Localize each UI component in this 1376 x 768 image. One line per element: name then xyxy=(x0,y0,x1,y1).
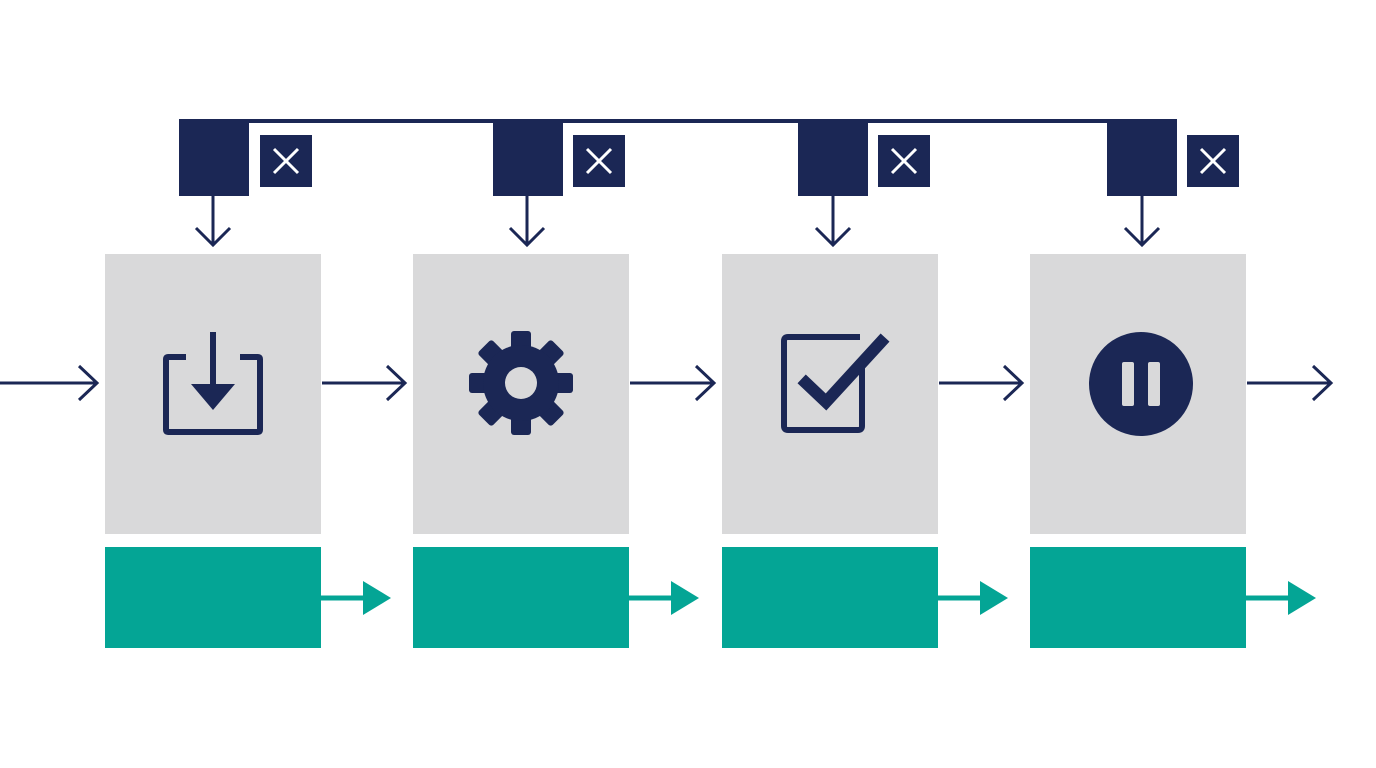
status-bar[interactable] xyxy=(105,547,321,648)
stage-4 xyxy=(1030,119,1316,648)
stage-2 xyxy=(413,119,699,648)
gear-icon xyxy=(469,331,573,435)
control-block[interactable] xyxy=(179,119,249,196)
control-block[interactable] xyxy=(493,119,563,196)
output-arrow xyxy=(938,581,1008,615)
close-button[interactable] xyxy=(878,135,930,187)
down-arrow xyxy=(814,196,852,248)
flow-arrow-3-4 xyxy=(939,364,1025,402)
close-icon xyxy=(890,147,918,175)
flow-arrow-out xyxy=(1247,364,1334,402)
output-arrow xyxy=(321,581,391,615)
close-button[interactable] xyxy=(260,135,312,187)
close-icon xyxy=(585,147,613,175)
close-icon xyxy=(1199,147,1227,175)
flow-arrow-1-2 xyxy=(322,364,408,402)
down-arrow xyxy=(508,196,546,248)
checkbox-icon xyxy=(781,333,890,433)
stage-3 xyxy=(722,119,1008,648)
close-button[interactable] xyxy=(573,135,625,187)
down-arrow xyxy=(194,196,232,248)
status-bar[interactable] xyxy=(413,547,629,648)
control-block[interactable] xyxy=(1107,119,1177,196)
pause-icon xyxy=(1089,332,1193,436)
output-arrow xyxy=(1246,581,1316,615)
close-button[interactable] xyxy=(1187,135,1239,187)
status-bar[interactable] xyxy=(722,547,938,648)
download-icon xyxy=(163,332,263,435)
control-block[interactable] xyxy=(798,119,868,196)
close-icon xyxy=(272,147,300,175)
flow-arrow-2-3 xyxy=(630,364,717,402)
stage-1 xyxy=(105,119,391,648)
flow-arrow-in xyxy=(0,364,100,402)
down-arrow xyxy=(1123,196,1161,248)
output-arrow xyxy=(629,581,699,615)
status-bar[interactable] xyxy=(1030,547,1246,648)
